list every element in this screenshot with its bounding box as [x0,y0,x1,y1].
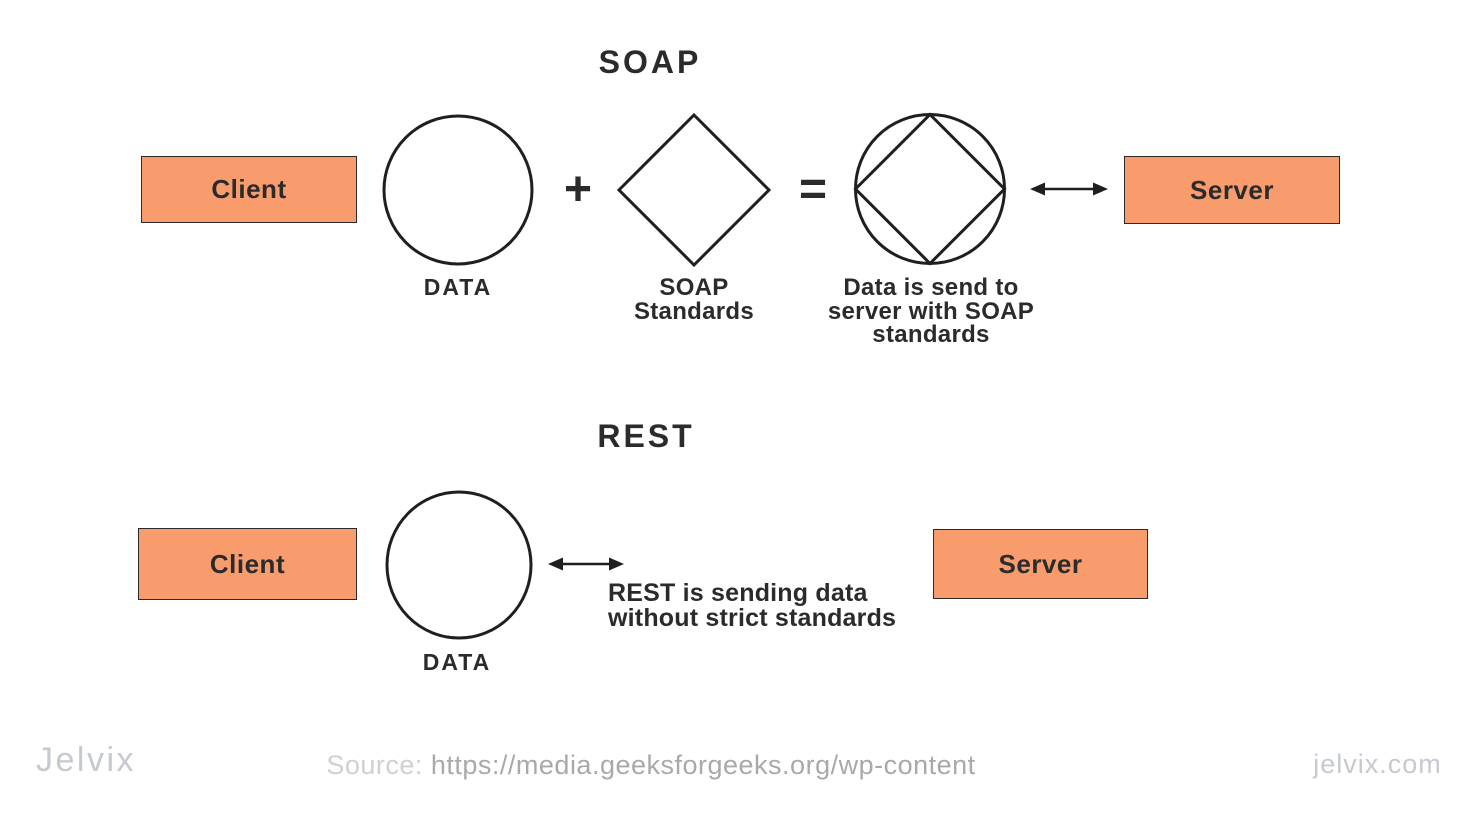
soap-double-arrow-icon [1030,182,1108,196]
circle-outline [854,113,1006,265]
inscribed-diamond-outline [853,112,1007,266]
rest-data-label: DATA [422,649,492,675]
soap-server-label: Server [1190,174,1274,205]
plus-operator: + [563,162,593,216]
circle-outline [382,114,534,266]
rest-title: REST [597,418,695,454]
rest-client-label: Client [209,548,286,579]
jelvix-logo: Jelvix [36,741,137,779]
soap-data-circle-shape [382,114,534,266]
diamond-outline [616,112,772,268]
soap-data-label: DATA [423,274,493,300]
circle-outline [385,490,533,640]
soap-result-label: Data is send to server with SOAP standar… [827,274,1035,348]
rest-server-label: Server [998,548,1083,579]
soap-client-box: Client [141,156,357,223]
soap-standards-diamond-shape [616,112,772,268]
source-url: https://media.geeksforgeeks.org/wp-conte… [430,750,976,780]
soap-client-label: Client [211,174,287,204]
equals-operator: = [798,162,828,216]
soap-server-box: Server [1124,156,1340,224]
rest-server-box: Server [933,529,1148,599]
soap-result-circle-diamond-shape [853,112,1007,266]
website-text: jelvix.com [1313,749,1442,779]
rest-note: REST is sending data without strict stan… [608,579,897,632]
rest-double-arrow-icon [548,557,624,571]
source-label: Source: [326,750,431,780]
soap-standards-label: SOAP Standards [633,274,755,325]
source-text: Source: https://media.geeksforgeeks.org/… [0,750,1302,781]
rest-client-box: Client [138,528,357,600]
rest-data-circle-shape [385,490,533,640]
soap-title: SOAP [598,44,702,80]
